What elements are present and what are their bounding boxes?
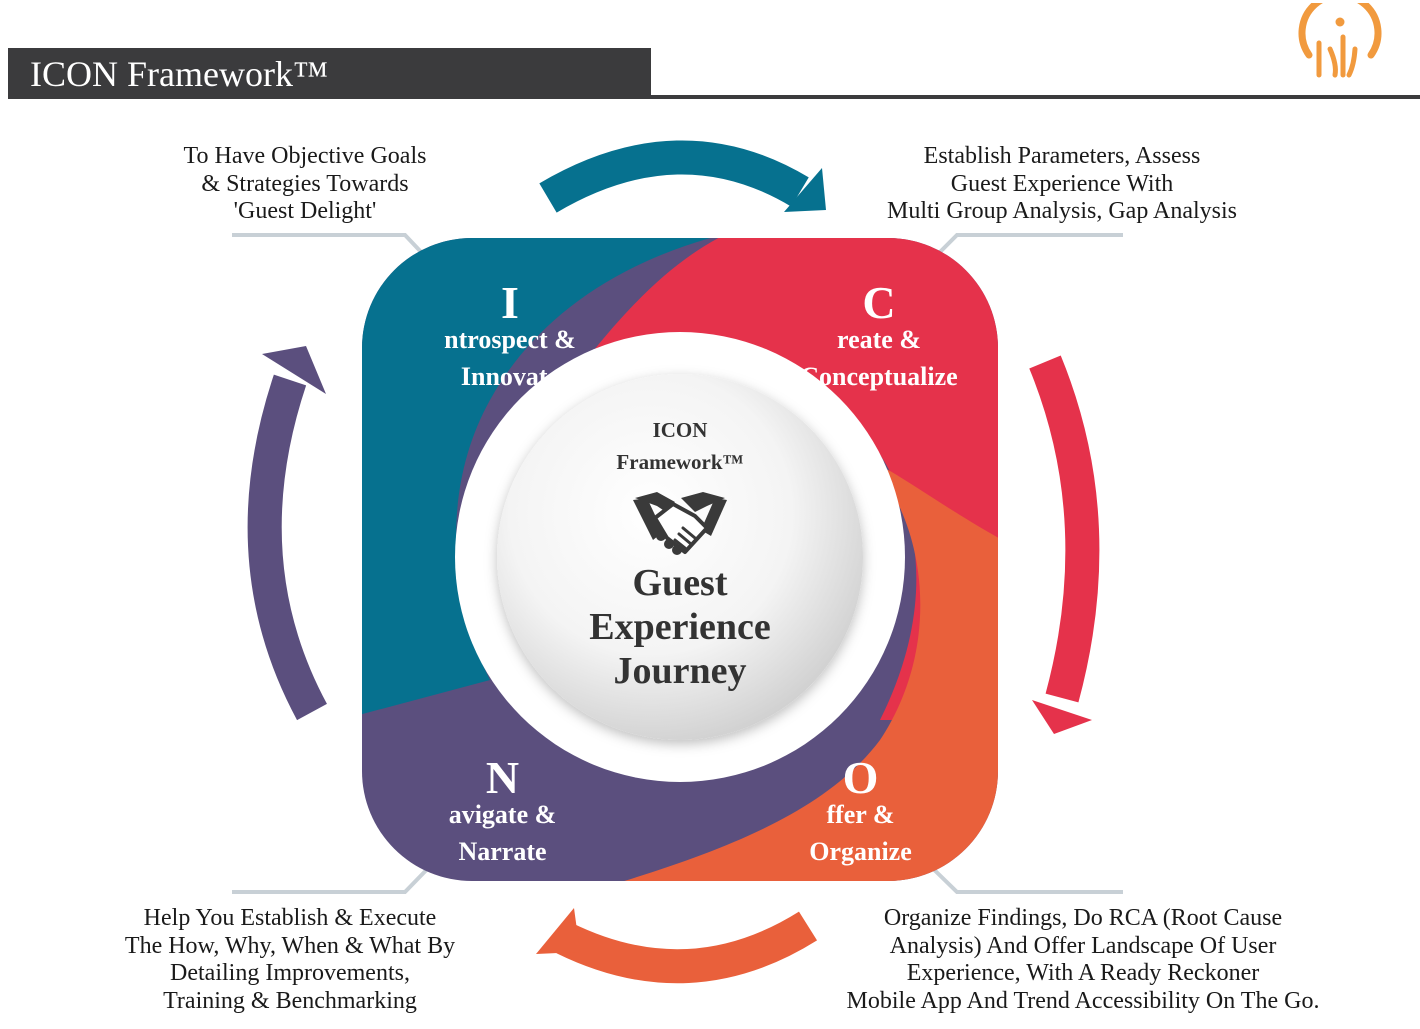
phase-rest-navigate: avigate &	[448, 800, 557, 829]
quadrant-introspect-shape	[362, 238, 800, 720]
phase-initial-offer: O	[842, 752, 879, 803]
phase-line2-offer: Organize	[809, 837, 912, 866]
phase-line2-navigate: Narrate	[458, 837, 547, 866]
description-bottom-right: Organize Findings, Do RCA (Root Cause An…	[804, 905, 1362, 1015]
phase-line2-create: Conceptualize	[800, 362, 958, 391]
description-line: The How, Why, When & What By	[124, 932, 456, 959]
center-line2: Framework™	[616, 450, 744, 474]
phase-initial-introspect: I	[501, 277, 519, 328]
description-line: & Strategies Towards	[201, 170, 409, 197]
center-title-line-3: Journey	[613, 650, 747, 692]
handshake-icon	[633, 492, 727, 555]
arrow-left-icon	[247, 346, 327, 721]
arrow-bottom-icon	[536, 908, 818, 984]
description-line: Analysis) And Offer Landscape Of User	[889, 932, 1277, 959]
description-line: To Have Objective Goals	[183, 143, 427, 169]
arrow-top-icon	[539, 140, 826, 213]
center-line1: ICON	[652, 418, 708, 442]
description-line: Guest Experience With	[950, 170, 1174, 197]
description-line: Establish Parameters, Assess	[923, 143, 1201, 169]
phase-initial-navigate: N	[485, 752, 520, 803]
phase-initial-create: C	[862, 277, 896, 328]
arrow-right-icon	[1029, 355, 1100, 734]
quadrant-offer-shape	[560, 460, 998, 881]
description-bottom-left: Help You Establish & Execute The How, Wh…	[90, 905, 490, 1015]
description-line: Help You Establish & Execute	[143, 905, 437, 931]
description-top-right: Establish Parameters, Assess Guest Exper…	[852, 143, 1272, 226]
description-line: Training & Benchmarking	[163, 987, 417, 1014]
phase-rest-offer: ffer &	[826, 800, 895, 829]
page-title: ICON Framework™	[30, 54, 329, 94]
phase-line2-introspect: Innovate	[460, 362, 560, 391]
title-rule	[651, 95, 1420, 99]
description-line: Multi Group Analysis, Gap Analysis	[886, 198, 1237, 224]
description-line: Experience, With A Ready Reckoner	[906, 960, 1260, 986]
description-line: Detailing Improvements,	[170, 960, 410, 986]
center-title-line-2: Experience	[589, 606, 771, 648]
center-title-line-1: Guest	[632, 562, 728, 604]
description-line: Mobile App And Trend Accessibility On Th…	[846, 987, 1320, 1014]
description-line: 'Guest Delight'	[233, 198, 377, 224]
phase-rest-create: reate &	[837, 325, 921, 354]
center-disc	[497, 374, 863, 740]
phase-rest-introspect: ntrospect &	[444, 325, 576, 354]
center-title: Guest Experience Journey	[540, 561, 820, 693]
title-bar: ICON Framework™	[8, 48, 651, 99]
brand-logo-icon	[1298, 3, 1382, 78]
description-top-left: To Have Objective Goals & Strategies Tow…	[140, 143, 470, 226]
description-line: Organize Findings, Do RCA (Root Cause	[883, 905, 1283, 931]
